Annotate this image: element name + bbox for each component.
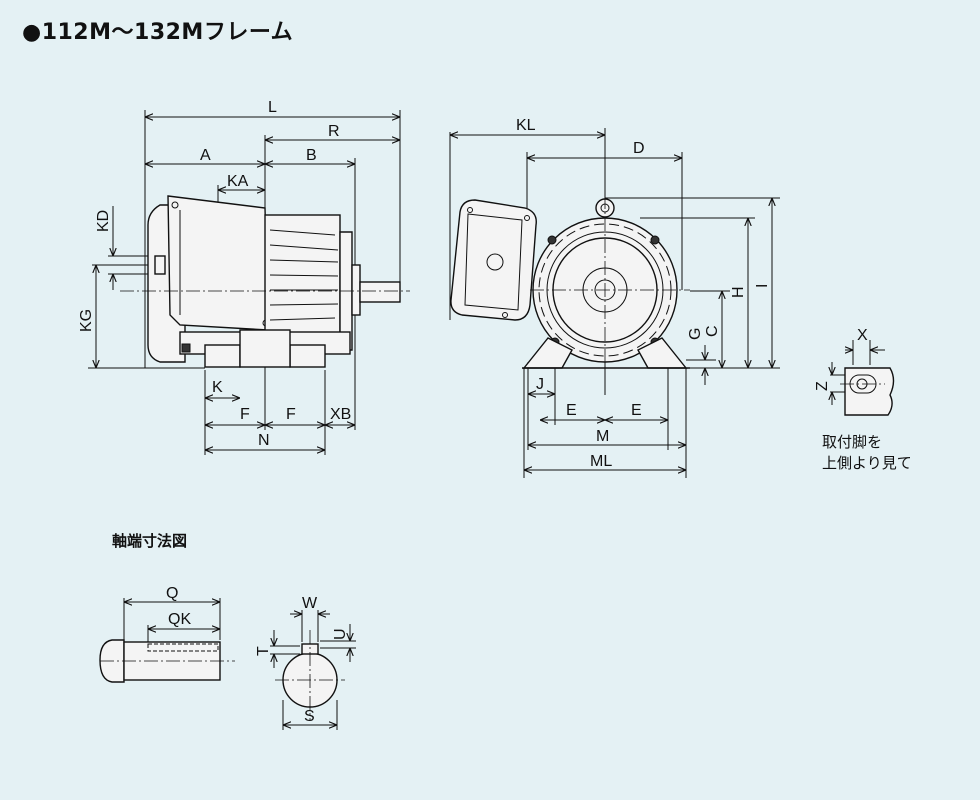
label-KD: KD: [95, 210, 112, 232]
label-A: A: [200, 147, 211, 164]
label-L: L: [268, 99, 277, 116]
label-K: K: [212, 379, 223, 396]
label-KA: KA: [227, 173, 249, 190]
label-KL: KL: [516, 117, 536, 134]
shaft-end-dimension-title: 軸端寸法図: [112, 532, 188, 550]
label-ML: ML: [590, 453, 612, 470]
page-title: ●112M〜132Mフレーム: [22, 20, 294, 45]
label-C: C: [704, 325, 721, 337]
label-E-right: E: [631, 402, 642, 419]
label-Q: Q: [166, 585, 178, 602]
foot-view-caption: 取付脚を 上側より見て: [822, 432, 912, 474]
label-J: J: [536, 376, 544, 393]
shaft-side: [359, 281, 401, 303]
foot-right: [289, 344, 326, 368]
cooling-fins: [269, 229, 339, 321]
label-Z: Z: [814, 381, 831, 391]
shaft-end-detail: [99, 598, 356, 730]
dimension-labels: L R A B KA KD KG K F F XB N KL D I H C G…: [78, 99, 868, 725]
label-QK: QK: [168, 611, 191, 628]
label-KG: KG: [78, 309, 95, 332]
front-view: [449, 128, 780, 478]
foot-detail: [830, 340, 895, 416]
foot-caption-line-2: 上側より見て: [822, 454, 912, 472]
label-F-right: F: [286, 406, 296, 423]
label-F-left: F: [240, 406, 250, 423]
foot-caption-line-1: 取付脚を: [822, 433, 883, 451]
label-B: B: [306, 147, 317, 164]
label-I: I: [754, 284, 771, 288]
label-W: W: [302, 595, 318, 612]
label-X: X: [857, 327, 868, 344]
terminal-box-side: [167, 195, 269, 331]
label-M: M: [596, 428, 609, 445]
foot-left: [204, 344, 241, 368]
label-E-left: E: [566, 402, 577, 419]
label-D: D: [633, 140, 645, 157]
label-R: R: [328, 123, 340, 140]
terminal-box-front: [450, 199, 537, 321]
label-S: S: [304, 708, 315, 725]
label-H: H: [730, 286, 747, 298]
label-XB: XB: [330, 406, 351, 423]
label-U: U: [332, 628, 349, 640]
side-view: [88, 110, 410, 455]
label-T: T: [255, 646, 272, 656]
label-G: G: [687, 328, 704, 340]
label-N: N: [258, 432, 270, 449]
